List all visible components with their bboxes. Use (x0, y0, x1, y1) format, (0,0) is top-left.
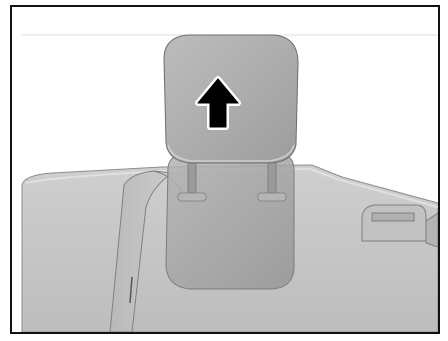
headrest-guide-right (258, 193, 286, 201)
seat-headrest-illustration (12, 7, 438, 332)
headrest-guide-left (178, 193, 206, 201)
figure-frame: headrest raise headrest (10, 5, 440, 334)
seat-latch (362, 205, 426, 241)
seat-latch-slot (372, 213, 414, 221)
